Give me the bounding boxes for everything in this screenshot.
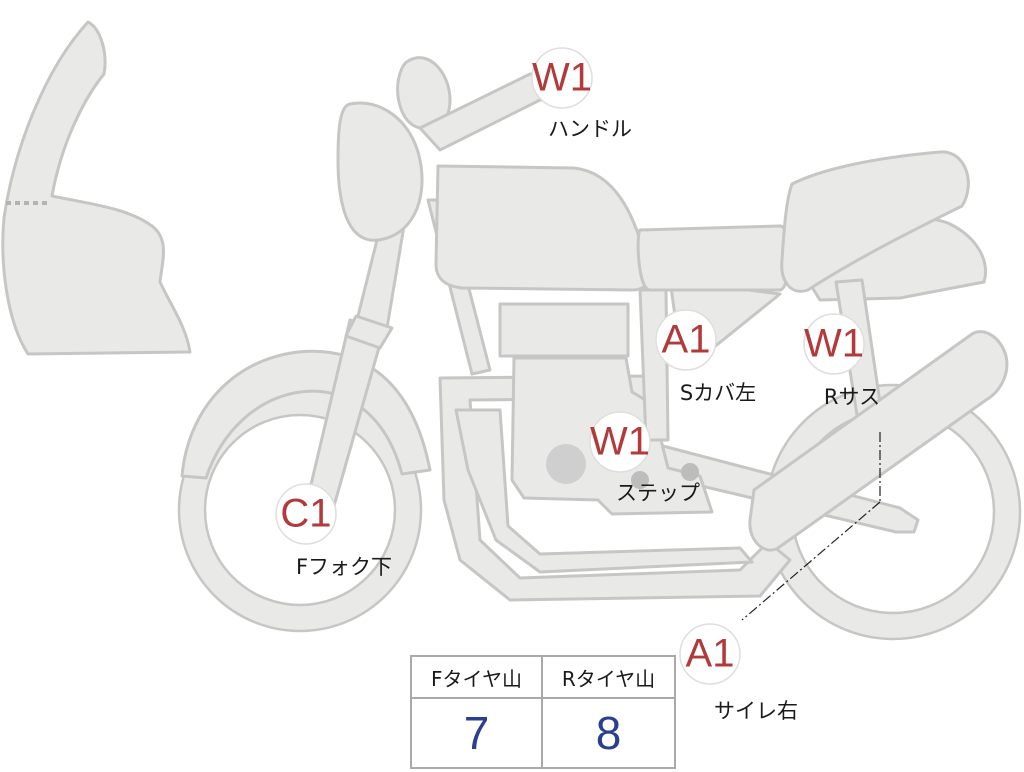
badge-rear-shock: W1 Rサス	[803, 313, 880, 409]
front-fork-guard	[344, 314, 394, 350]
front-tire-tread-header: Fタイヤ山	[412, 657, 543, 699]
fuel-tank	[434, 164, 650, 292]
front-tire-tread-value: 7	[412, 699, 543, 767]
badge-muffler-right: A1 サイレ右	[679, 623, 798, 723]
badge-footstep: W1 ステップ	[589, 411, 700, 505]
badge-muffler-right-code: A1	[686, 632, 735, 676]
badge-handlebar-label: ハンドル	[548, 117, 632, 141]
badge-rear-shock-circle	[803, 313, 865, 375]
rear-tire-tread-value: 8	[595, 707, 622, 759]
badge-front-fork-lower-label: Fフォク下	[296, 555, 392, 579]
seat	[780, 150, 970, 293]
engine-cover	[546, 444, 586, 484]
footpeg-2	[681, 463, 699, 481]
footpeg-1	[631, 471, 649, 489]
badge-handlebar-circle	[531, 47, 593, 109]
badge-footstep-label: ステップ	[616, 481, 700, 505]
badge-front-fork-lower-code: C1	[280, 492, 331, 536]
seat-front	[636, 224, 791, 292]
front-wheel-inner-edge	[203, 413, 397, 607]
badge-muffler-right-circle	[679, 623, 741, 685]
badge-front-fork-lower: C1 Fフォク下	[275, 483, 392, 579]
frame-rear-tube	[638, 288, 670, 442]
muffler-leader	[741, 501, 881, 621]
badge-footstep-circle	[589, 411, 651, 473]
badge-rear-shock-code: W1	[804, 322, 864, 366]
badge-rear-shock-label: Rサス	[824, 385, 880, 409]
front-wheel	[179, 389, 421, 631]
muffler	[748, 330, 1009, 552]
badge-handlebar-code: W1	[532, 56, 592, 100]
headlight	[336, 101, 424, 242]
rear-tire-tread-header: Rタイヤ山	[543, 657, 674, 699]
badge-side-cover-left-label: Sカバ左	[680, 381, 756, 405]
badge-front-fork-lower-circle	[275, 483, 337, 545]
badge-handlebar: W1 ハンドル	[531, 47, 632, 141]
tire-tread-table: Fタイヤ山 Rタイヤ山 7 8	[410, 655, 676, 769]
fairing-part	[1, 20, 192, 356]
badge-side-cover-left: A1 Sカバ左	[655, 309, 756, 405]
badge-side-cover-left-circle	[655, 309, 717, 371]
badge-footstep-code: W1	[590, 420, 650, 464]
engine-head	[498, 302, 630, 358]
badge-side-cover-left-code: A1	[662, 318, 711, 362]
badge-muffler-right-label: サイレ右	[714, 699, 798, 723]
exhaust-inner-pipe	[454, 408, 754, 574]
